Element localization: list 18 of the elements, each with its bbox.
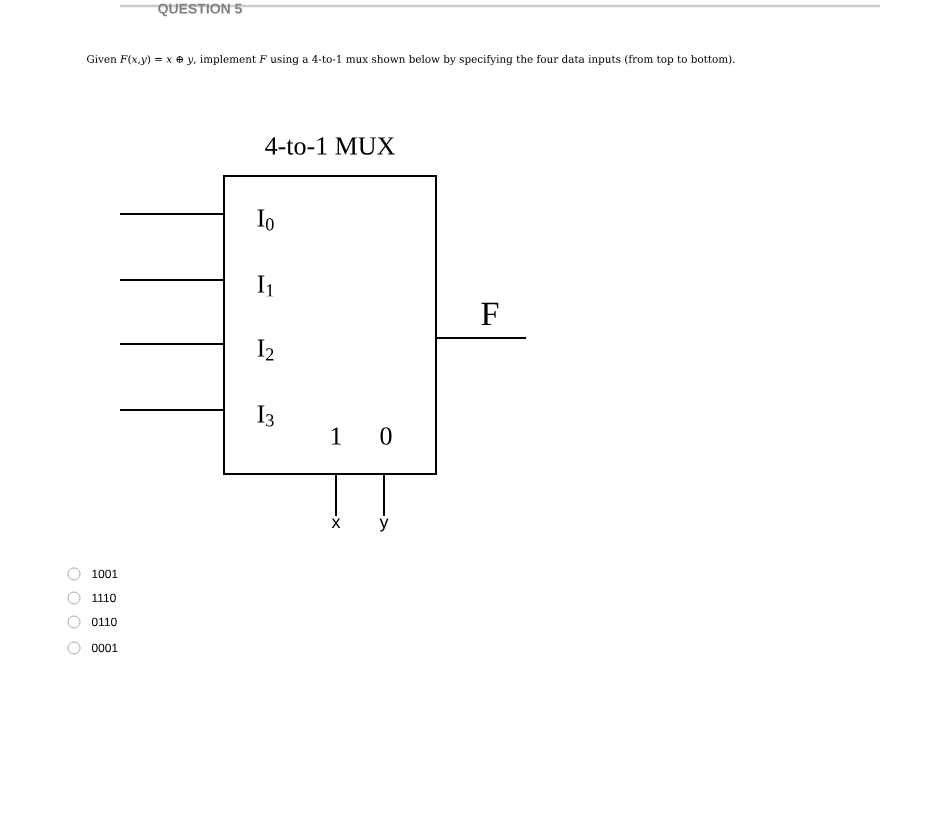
mux-box: I$_{0}$ I$_{1}$ I$_{2}$ I$_{3}$ 1 0 — [223, 175, 437, 475]
node-label: I$_{3}$ — [257, 405, 274, 427]
select-line — [335, 474, 337, 517]
input-line — [119, 213, 224, 215]
input-line — [119, 343, 224, 345]
select-line — [383, 474, 385, 517]
mux-heading: 4-to-1 MUX — [265, 137, 395, 155]
output-line — [436, 337, 527, 339]
select-label: y — [379, 518, 389, 532]
output-label: F — [481, 302, 499, 326]
node-label: I$_{2}$ — [257, 339, 274, 361]
input-line — [119, 409, 224, 411]
node-label: I$_{1}$ — [257, 275, 274, 297]
input-line — [119, 279, 224, 281]
select-label: x — [331, 518, 341, 528]
node-label: I$_{0}$ — [257, 209, 274, 231]
node-label: 1 — [331, 427, 341, 445]
node-label: 0 — [380, 427, 392, 445]
